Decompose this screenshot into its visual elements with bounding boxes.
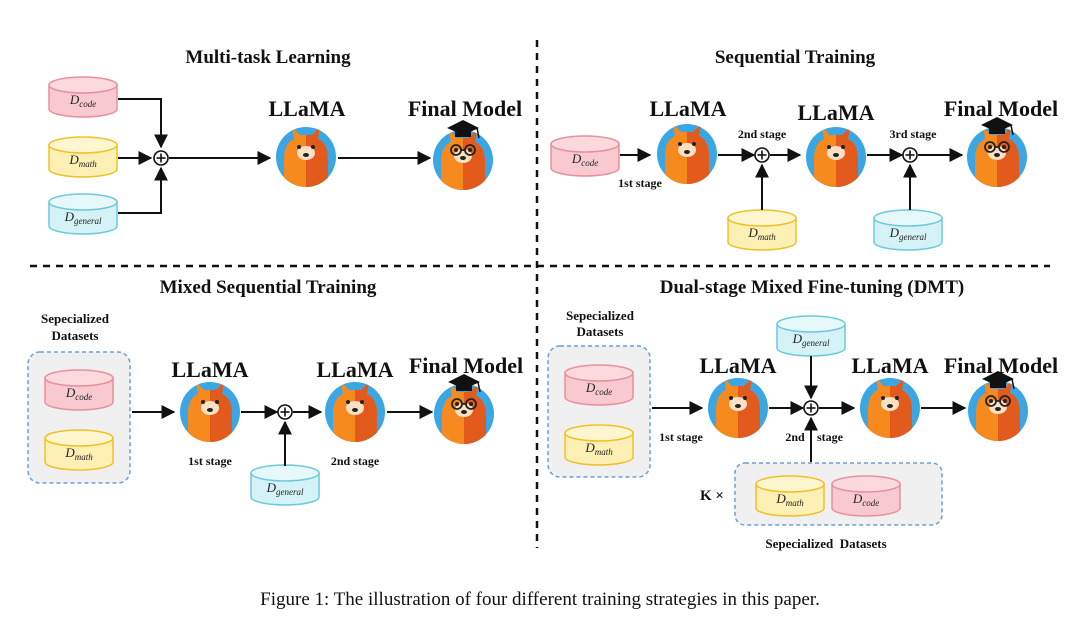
final-model-label: Final Model: [408, 96, 522, 121]
final-model-label: Final Model: [409, 353, 523, 378]
svg-text:Dcode: Dcode: [69, 92, 96, 109]
dataset-general: Dgeneral: [250, 464, 320, 506]
llama-icon: [325, 382, 385, 444]
plus-circle-icon: [902, 147, 918, 163]
svg-text:Dcode: Dcode: [571, 151, 598, 168]
llama-icon: [180, 382, 240, 444]
dataset-math: Dmath: [48, 136, 118, 178]
svg-text:Dcode: Dcode: [65, 385, 92, 402]
panel-title: Sequential Training: [715, 47, 876, 68]
graduate-llama-icon: [968, 371, 1028, 443]
stage-label: 2nd: [785, 430, 805, 444]
plus-circle-icon: [277, 404, 293, 420]
panel-title: Mixed Sequential Training: [160, 277, 377, 298]
svg-text:Dmath: Dmath: [64, 445, 93, 462]
final-model-label: Final Model: [944, 96, 1058, 121]
stage-label: 3rd stage: [890, 127, 938, 141]
svg-text:Dmath: Dmath: [747, 225, 776, 242]
svg-text:Dgeneral: Dgeneral: [64, 209, 102, 226]
llama-label: LLaMA: [172, 357, 249, 382]
llama-label: LLaMA: [269, 96, 346, 121]
llama-icon: [806, 127, 866, 189]
panel-title: Dual-stage Mixed Fine-tuning (DMT): [660, 277, 965, 298]
k-times-label: K ×: [700, 488, 724, 504]
llama-icon: [276, 127, 336, 189]
dataset-math: Dmath: [727, 209, 797, 251]
llama-label: LLaMA: [317, 357, 394, 382]
group-label: Sepecialized: [41, 311, 110, 326]
dataset-code: Dcode: [550, 135, 620, 177]
svg-text:Dmath: Dmath: [584, 440, 613, 457]
figure-caption: Figure 1: The illustration of four diffe…: [260, 589, 820, 610]
svg-text:Dgeneral: Dgeneral: [792, 331, 830, 348]
graduate-llama-icon: [434, 374, 494, 446]
group-label: Sepecialized Datasets: [765, 536, 886, 551]
stage-label: 1st stage: [618, 176, 662, 190]
llama-label: LLaMA: [852, 353, 929, 378]
svg-text:Dmath: Dmath: [775, 491, 804, 508]
graduate-llama-icon: [967, 117, 1027, 189]
stage-label: 1st stage: [188, 454, 232, 468]
dataset-math: Dmath: [755, 475, 825, 517]
plus-circle-icon: [153, 150, 169, 166]
dataset-code: Dcode: [831, 475, 901, 517]
stage-label: 2nd stage: [738, 127, 787, 141]
llama-icon: [657, 124, 717, 186]
llama-label: LLaMA: [798, 100, 875, 125]
plus-circle-icon: [803, 400, 819, 416]
svg-text:Dgeneral: Dgeneral: [889, 225, 927, 242]
dataset-code: Dcode: [48, 76, 118, 118]
panel-title: Multi-task Learning: [185, 47, 351, 68]
group-label: Datasets: [577, 324, 624, 339]
panel-mixed-sequential: Mixed Sequential Training Sepecialized D…: [27, 277, 523, 506]
svg-text:Dgeneral: Dgeneral: [266, 480, 304, 497]
dataset-general: Dgeneral: [873, 209, 943, 251]
dataset-code: Dcode: [564, 364, 634, 406]
dataset-general: Dgeneral: [48, 193, 118, 235]
llama-label: LLaMA: [700, 353, 777, 378]
panel-sequential: Sequential Training Dcode 1st stage LLaM…: [550, 47, 1058, 251]
svg-text:Dcode: Dcode: [585, 380, 612, 397]
stage-label: stage: [817, 430, 844, 444]
panel-multitask: Multi-task Learning Dcode Dmath Dgeneral…: [48, 47, 522, 235]
graduate-llama-icon: [433, 120, 493, 192]
group-label: Sepecialized: [566, 308, 635, 323]
llama-label: LLaMA: [650, 96, 727, 121]
panel-dmt: Dual-stage Mixed Fine-tuning (DMT) Sepec…: [547, 277, 1058, 551]
svg-text:Dmath: Dmath: [68, 152, 97, 169]
llama-icon: [860, 378, 920, 440]
svg-text:Dcode: Dcode: [852, 491, 879, 508]
dataset-math: Dmath: [564, 424, 634, 466]
plus-circle-icon: [754, 147, 770, 163]
dataset-general: Dgeneral: [776, 315, 846, 357]
group-label: Datasets: [52, 328, 99, 343]
llama-icon: [708, 378, 768, 440]
dataset-code: Dcode: [44, 369, 114, 411]
stage-label: 1st stage: [659, 430, 703, 444]
dataset-math: Dmath: [44, 429, 114, 471]
stage-label: 2nd stage: [331, 454, 380, 468]
